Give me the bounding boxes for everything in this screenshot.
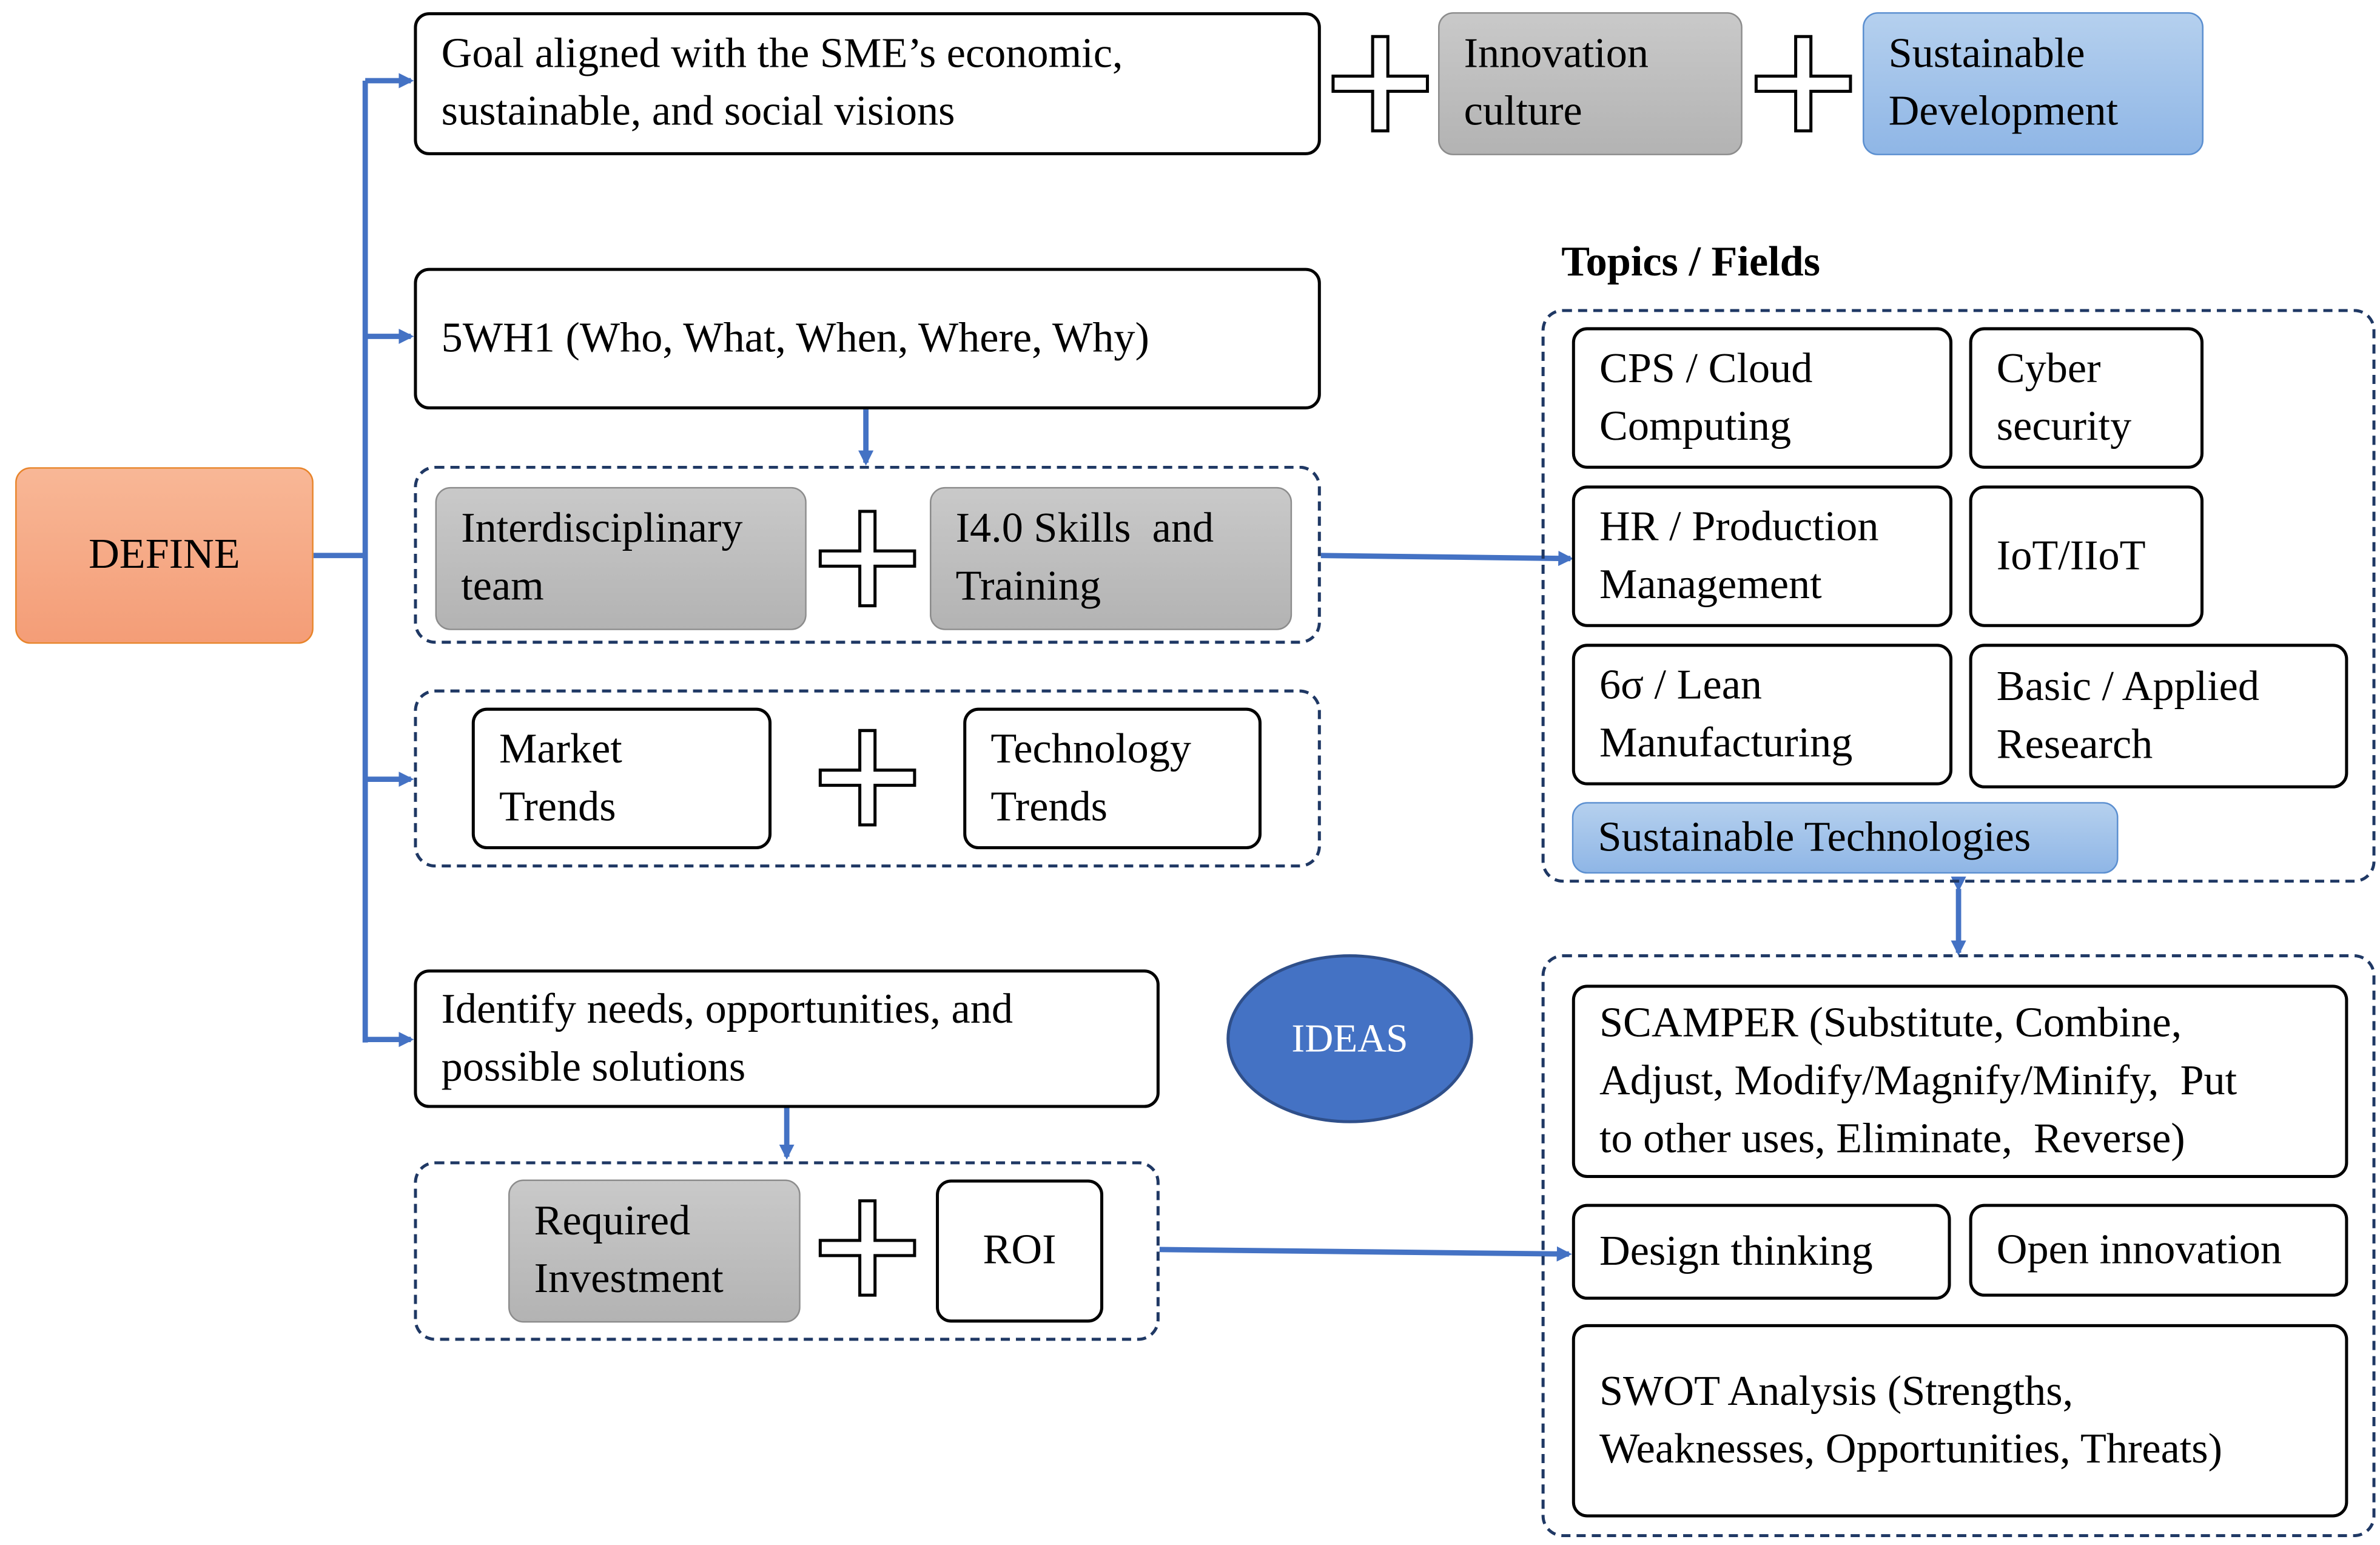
- topic-cyber-security: Cyber security: [1969, 327, 2204, 469]
- trends-group: [414, 689, 1321, 868]
- plus-icon: [818, 1199, 916, 1297]
- topic-cps-cloud: CPS / Cloud Computing: [1572, 327, 1953, 469]
- skills-training-box: I4.0 Skills and Training: [929, 486, 1293, 630]
- required-investment-box: Required Investment: [508, 1179, 801, 1323]
- topics-title: Topics / Fields: [1561, 238, 1821, 286]
- sustainable-development-box: Sustainable Development: [1863, 12, 2204, 155]
- investment-roi-group: [414, 1161, 1160, 1341]
- method-swot: SWOT Analysis (Strengths, Weaknesses, Op…: [1572, 1324, 2348, 1518]
- technology-trends-box: Technology Trends: [963, 707, 1262, 850]
- topic-iot-iiot: IoT/IIoT: [1969, 485, 2204, 627]
- topics-group: [1541, 309, 2376, 883]
- topic-lean-manufacturing: 6σ / Lean Manufacturing: [1572, 644, 1953, 786]
- ideas-ellipse: IDEAS: [1226, 954, 1473, 1123]
- topic-sustainable-technologies: Sustainable Technologies: [1572, 802, 2119, 874]
- needs-box: Identify needs, opportunities, and possi…: [414, 969, 1160, 1108]
- method-scamper: SCAMPER (Substitute, Combine, Adjust, Mo…: [1572, 985, 2348, 1178]
- market-trends-box: Market Trends: [471, 707, 772, 850]
- define-box: DEFINE: [15, 467, 314, 644]
- plus-icon: [818, 510, 916, 608]
- topic-hr-production: HR / Production Management: [1572, 485, 1953, 627]
- interdisciplinary-team-box: Interdisciplinary team: [435, 486, 807, 630]
- methods-group: [1541, 954, 2376, 1538]
- goal-box: Goal aligned with the SME’s economic, su…: [414, 12, 1321, 155]
- innovation-culture-box: Innovation culture: [1438, 12, 1743, 155]
- roi-box: ROI: [936, 1179, 1104, 1323]
- arrow-investment-to-methods: [1159, 1246, 1572, 1262]
- team-skills-group: [414, 465, 1321, 644]
- method-design-thinking: Design thinking: [1572, 1203, 1951, 1300]
- arrow-team-to-topics: [1320, 551, 1574, 567]
- plus-icon: [1754, 35, 1852, 133]
- plus-icon: [1331, 35, 1429, 133]
- 5wh1-box: 5WH1 (Who, What, When, Where, Why): [414, 268, 1321, 409]
- method-open-innovation: Open innovation: [1969, 1203, 2348, 1297]
- plus-icon: [818, 729, 916, 827]
- topic-basic-applied-research: Basic / Applied Research: [1969, 644, 2348, 789]
